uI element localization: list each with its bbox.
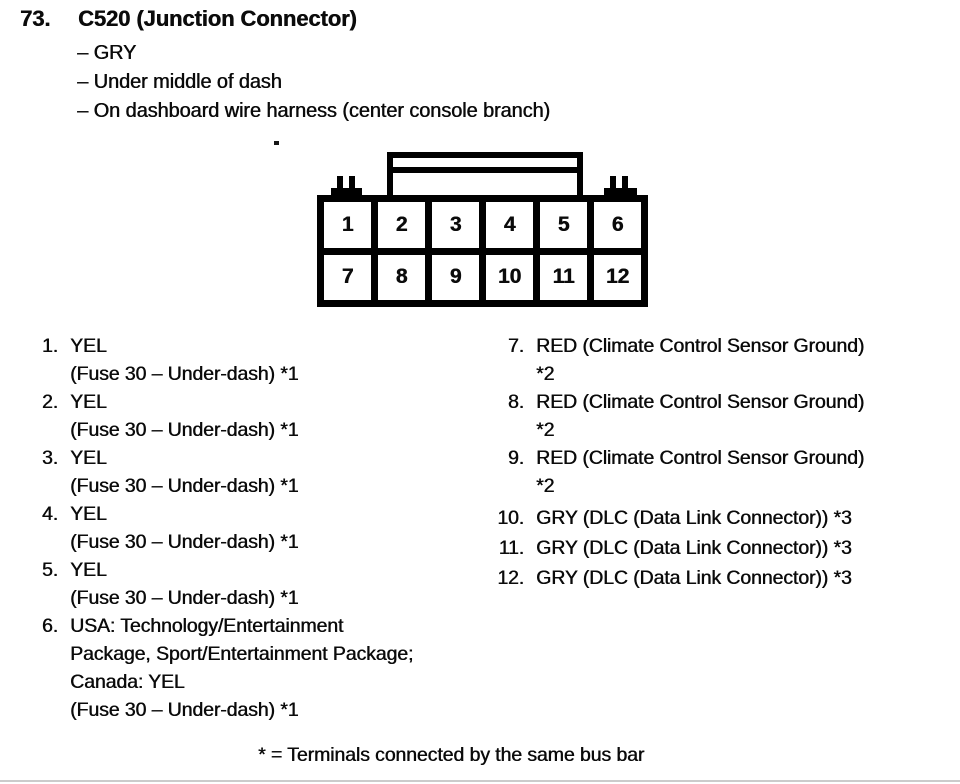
pin-number: 4. [41, 503, 58, 525]
pin-wire-color: Canada: YEL [70, 671, 185, 693]
pin-item-11: 11. GRY (DLC (Data Link Connector)) *3 [490, 534, 864, 562]
pin-wire-color: GRY (DLC (Data Link Connector)) *3 [536, 567, 852, 589]
pin-number: 2. [41, 391, 58, 413]
connector-latch-line [393, 167, 577, 173]
connector-details: – GRY – Under middle of dash – On dashbo… [77, 39, 550, 126]
connector-terminal-1: 1 [324, 202, 371, 248]
pin-busbar-note: *2 [536, 419, 555, 441]
pin-item-7: 7. RED (Climate Control Sensor Ground) *… [490, 332, 864, 388]
pin-number: 6. [41, 615, 58, 637]
pin-description: (Fuse 30 – Under-dash) *1 [70, 699, 299, 721]
connector-terminal-6: 6 [594, 202, 641, 248]
pin-number: 5. [41, 559, 58, 581]
connector-left-tab-prong [337, 176, 343, 189]
pin-number: 10. [497, 507, 524, 529]
page-title: C520 (Junction Connector) [78, 6, 357, 31]
pin-number: 7. [507, 335, 524, 357]
pin-description: (Fuse 30 – Under-dash) *1 [70, 531, 299, 553]
pin-wire-color: YEL [70, 559, 107, 581]
pin-item-9: 9. RED (Climate Control Sensor Ground) *… [490, 444, 864, 500]
pin-busbar-note: *2 [536, 363, 555, 385]
connector-terminal-7: 7 [324, 254, 371, 300]
pin-item-4: 4. YEL (Fuse 30 – Under-dash) *1 [34, 500, 413, 556]
pin-wire-color: YEL [70, 391, 107, 413]
busbar-footnote: * = Terminals connected by the same bus … [258, 744, 645, 766]
pin-item-6: 6. USA: Technology/Entertainment Package… [34, 612, 413, 724]
pin-wire-color: YEL [70, 503, 107, 525]
pin-number: 11. [498, 537, 524, 559]
pin-item-1: 1. YEL (Fuse 30 – Under-dash) *1 [34, 332, 413, 388]
pin-description: (Fuse 30 – Under-dash) *1 [70, 587, 299, 609]
pin-number: 9. [507, 447, 524, 469]
pin-description: (Fuse 30 – Under-dash) *1 [70, 419, 299, 441]
connector-left-tab [331, 188, 362, 197]
pin-item-2: 2. YEL (Fuse 30 – Under-dash) *1 [34, 388, 413, 444]
connector-terminal-4: 4 [486, 202, 533, 248]
connector-terminal-9: 9 [432, 254, 479, 300]
pin-wire-color: GRY (DLC (Data Link Connector)) *3 [536, 537, 852, 559]
detail-line-harness: – On dashboard wire harness (center cons… [77, 100, 550, 122]
connector-terminal-2: 2 [378, 202, 425, 248]
pin-item-8: 8. RED (Climate Control Sensor Ground) *… [490, 388, 864, 444]
pin-item-5: 5. YEL (Fuse 30 – Under-dash) *1 [34, 556, 413, 612]
pin-number: 12. [497, 567, 524, 589]
detail-line-color: – GRY [77, 42, 137, 64]
pin-wire-color: GRY (DLC (Data Link Connector)) *3 [536, 507, 852, 529]
connector-terminal-11: 11 [540, 254, 587, 300]
pin-wire-color: RED (Climate Control Sensor Ground) [536, 447, 865, 469]
pin-list-left: 1. YEL (Fuse 30 – Under-dash) *1 2. YEL … [34, 332, 413, 724]
connector-terminal-10: 10 [486, 254, 533, 300]
pin-item-3: 3. YEL (Fuse 30 – Under-dash) *1 [34, 444, 413, 500]
scan-edge-line [0, 780, 960, 782]
connector-latch [387, 152, 583, 196]
connector-terminal-5: 5 [540, 202, 587, 248]
pin-wire-color: YEL [70, 335, 107, 357]
connector-right-tab-prong [610, 176, 616, 189]
connector-left-tab-prong [349, 176, 355, 189]
detail-line-location: – Under middle of dash [77, 71, 282, 93]
connector-right-tab [604, 188, 637, 197]
pin-number: 3. [41, 447, 58, 469]
connector-right-tab-prong [622, 176, 628, 189]
connector-terminal-8: 8 [378, 254, 425, 300]
pin-item-12: 12. GRY (DLC (Data Link Connector)) *3 [490, 564, 864, 592]
pin-number: 1. [41, 335, 58, 357]
connector-terminal-12: 12 [594, 254, 641, 300]
connector-terminal-3: 3 [432, 202, 479, 248]
pin-description: USA: Technology/Entertainment [70, 615, 344, 637]
pin-list-right: 7. RED (Climate Control Sensor Ground) *… [490, 332, 864, 592]
pin-description: Package, Sport/Entertainment Package; [70, 643, 414, 665]
pin-number: 8. [507, 391, 524, 413]
scan-artifact-dot [274, 141, 279, 145]
item-number: 73. [20, 6, 51, 31]
pin-wire-color: YEL [70, 447, 107, 469]
connector-body-grid: 1 2 3 4 5 6 7 8 9 10 11 12 [317, 195, 648, 307]
pin-wire-color: RED (Climate Control Sensor Ground) [536, 335, 865, 357]
pin-wire-color: RED (Climate Control Sensor Ground) [536, 391, 865, 413]
pin-description: (Fuse 30 – Under-dash) *1 [70, 475, 299, 497]
pin-description: (Fuse 30 – Under-dash) *1 [70, 363, 299, 385]
pin-busbar-note: *2 [536, 475, 555, 497]
pin-item-10: 10. GRY (DLC (Data Link Connector)) *3 [490, 504, 864, 532]
